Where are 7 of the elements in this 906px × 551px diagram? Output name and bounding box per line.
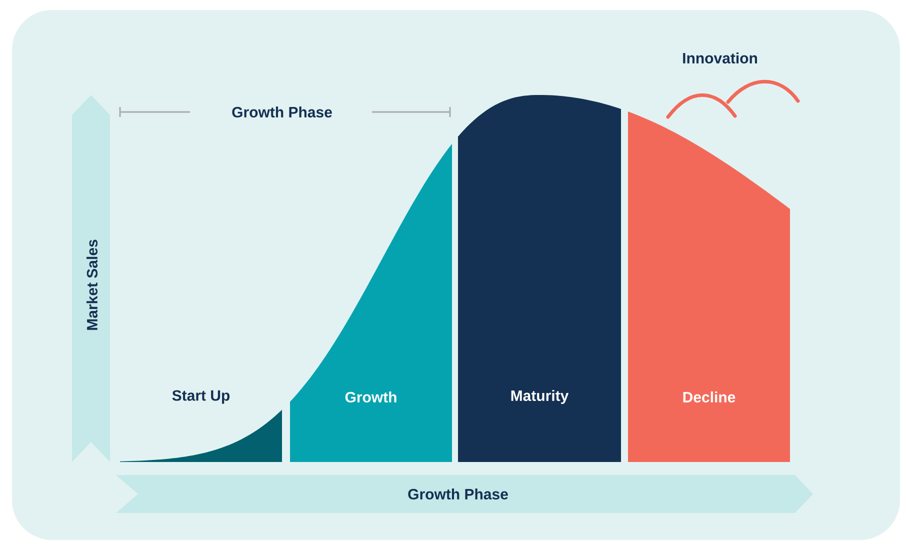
stage-area: Maturity bbox=[458, 95, 621, 462]
label: Innovation bbox=[683, 52, 757, 64]
label: Growth Phase bbox=[232, 106, 332, 118]
stage-area: Growth bbox=[290, 144, 452, 462]
stage-area: Start Up bbox=[120, 390, 282, 462]
node-label: Start Up bbox=[172, 390, 230, 404]
stage-area: Decline bbox=[628, 112, 790, 462]
